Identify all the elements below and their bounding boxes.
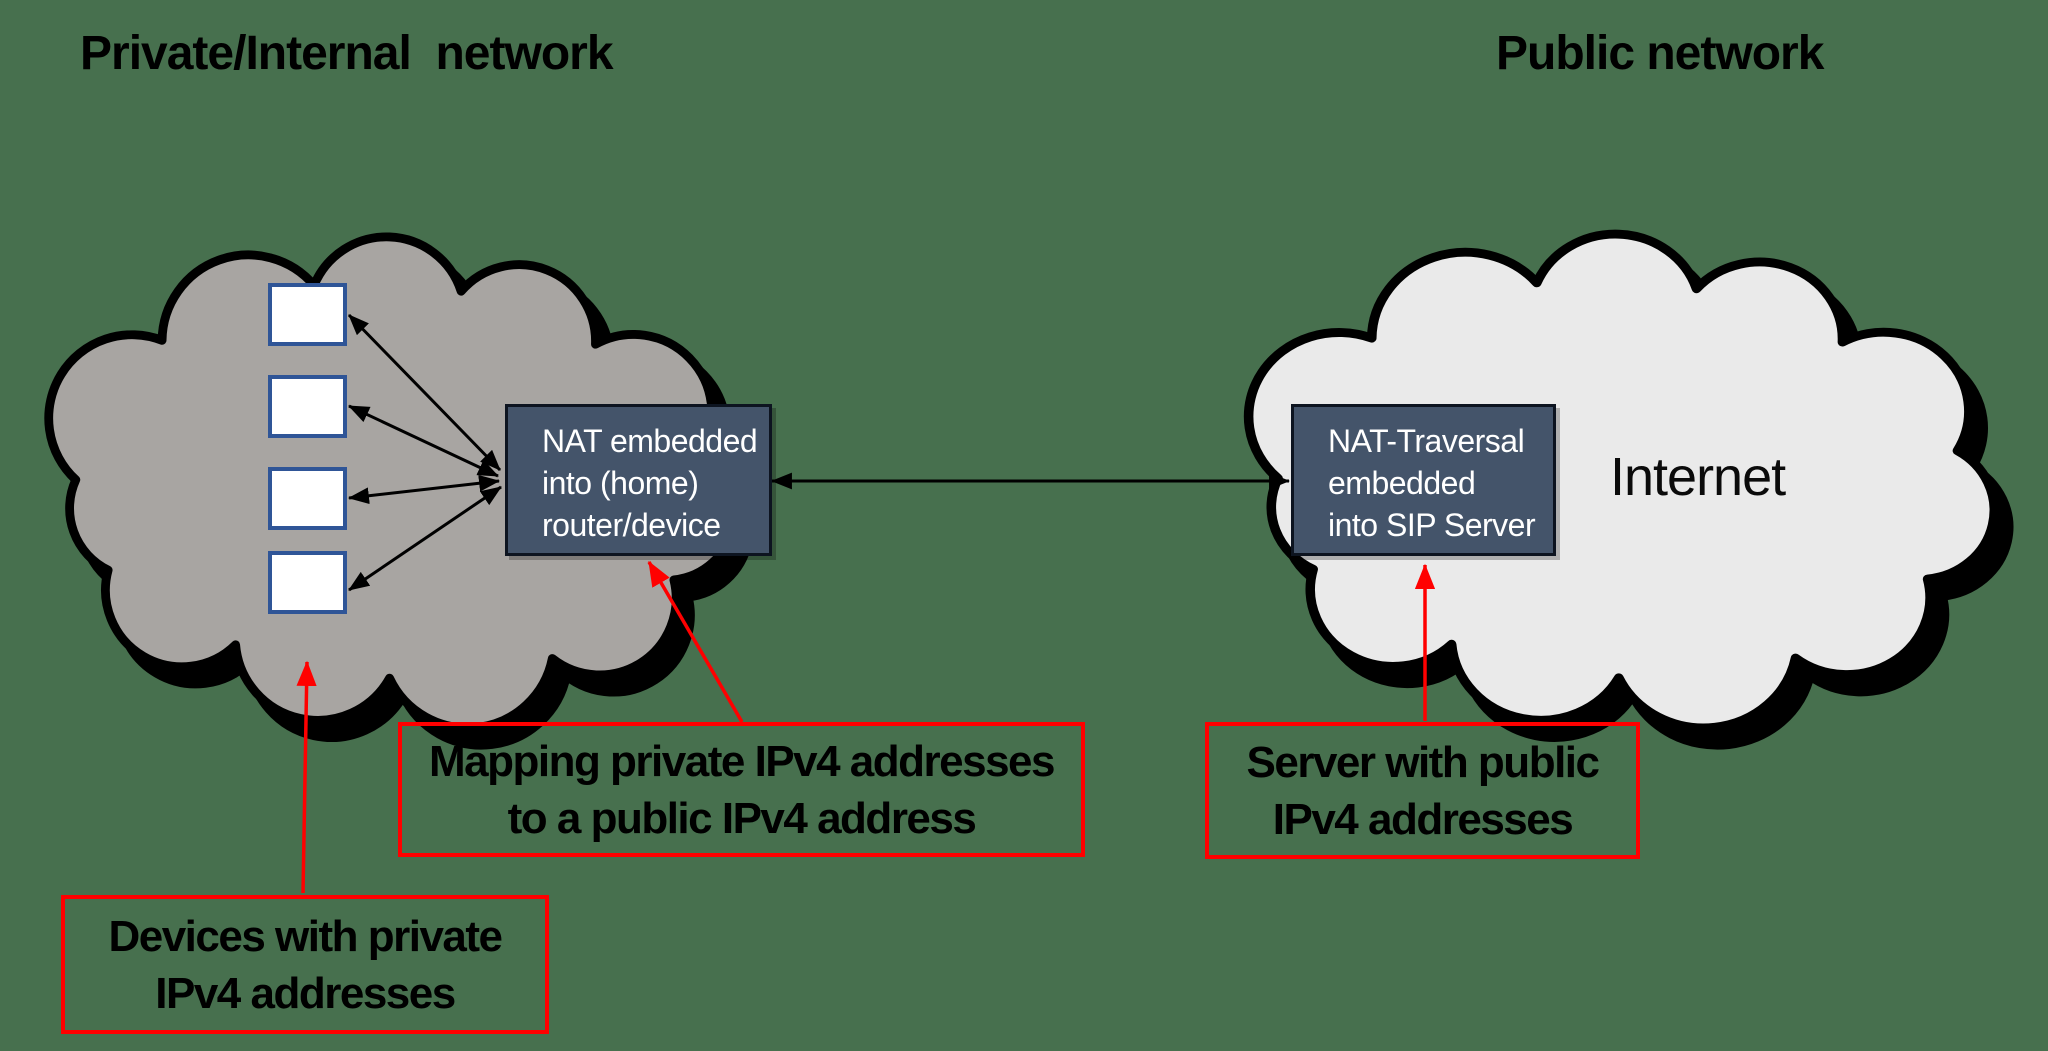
nat-traversal-sip-server-node: NAT-Traversal embedded into SIP Server [1291,404,1556,556]
device-node-4 [268,551,347,614]
private-network-title: Private/Internal network [80,27,614,80]
device-node-3 [268,467,347,530]
device-node-2 [268,375,347,438]
mapping-callout-arrow [647,560,744,723]
mapping-annotation: Mapping private IPv4 addresses to a publ… [398,722,1085,857]
device-nat-arrows [347,313,502,592]
server-annotation: Server with public IPv4 addresses [1205,722,1640,859]
device4-arrow [348,485,502,592]
device-node-1 [268,283,347,346]
red-callout-arrows [296,560,1436,894]
devices-annotation: Devices with private IPv4 addresses [61,895,549,1034]
devices-callout-arrow [296,660,317,894]
device2-arrow [348,404,499,478]
public-network-title: Public network [1496,27,1824,80]
nat-router-node: NAT embedded into (home) router/device [505,404,772,556]
internet-label: Internet [1610,447,1786,507]
